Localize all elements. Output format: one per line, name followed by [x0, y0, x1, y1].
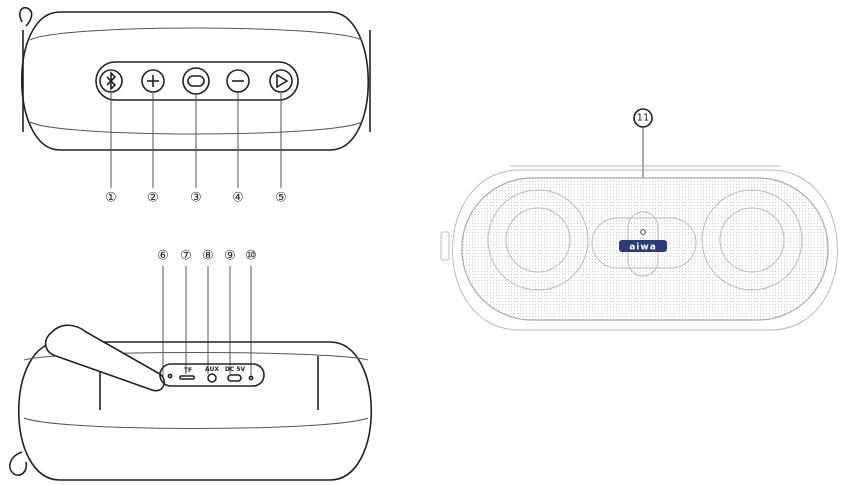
tf-label: TF	[184, 367, 192, 374]
callout-5: ⑤	[275, 191, 287, 206]
callout-8: ⑧	[202, 249, 214, 264]
power-icon[interactable]	[183, 68, 209, 94]
lanyard-loop-top	[20, 8, 32, 26]
front-view: 11 aiwa	[441, 109, 838, 330]
callout-9: ⑨	[224, 249, 236, 264]
bottom-inner-band-lower	[24, 418, 368, 429]
callout-11: 11	[637, 113, 650, 124]
callout-2: ②	[147, 191, 159, 206]
handle-strap	[46, 325, 165, 390]
top-inner-band-upper	[30, 28, 362, 40]
callout-10: ⑩	[245, 249, 257, 264]
volume-up-icon[interactable]	[142, 70, 164, 92]
bottom-view: ⑥ ⑦ ⑧ ⑨ ⑩ TF AUX DC 5V	[10, 249, 371, 481]
dc-usb-port[interactable]	[228, 375, 241, 381]
callout-7: ⑦	[180, 249, 192, 264]
center-led	[641, 230, 646, 235]
aux-jack[interactable]	[208, 374, 216, 382]
top-view: ① ② ③ ④ ⑤	[20, 8, 370, 206]
mic-hole	[168, 374, 171, 377]
dc-label: DC 5V	[225, 366, 246, 373]
charge-led	[249, 376, 252, 379]
front-side-knob	[441, 232, 449, 260]
callout-4: ④	[232, 191, 244, 206]
brand-logo: aiwa	[629, 243, 657, 253]
callout-1: ①	[105, 191, 117, 206]
callout-3: ③	[190, 191, 202, 206]
volume-down-icon[interactable]	[227, 70, 249, 92]
tf-card-slot[interactable]	[180, 376, 194, 379]
callout-6: ⑥	[157, 249, 169, 264]
lanyard-loop-bottom	[10, 452, 26, 475]
bluetooth-mode-icon[interactable]	[100, 70, 122, 92]
play-pause-icon[interactable]	[270, 70, 292, 92]
aux-label: AUX	[205, 366, 219, 373]
